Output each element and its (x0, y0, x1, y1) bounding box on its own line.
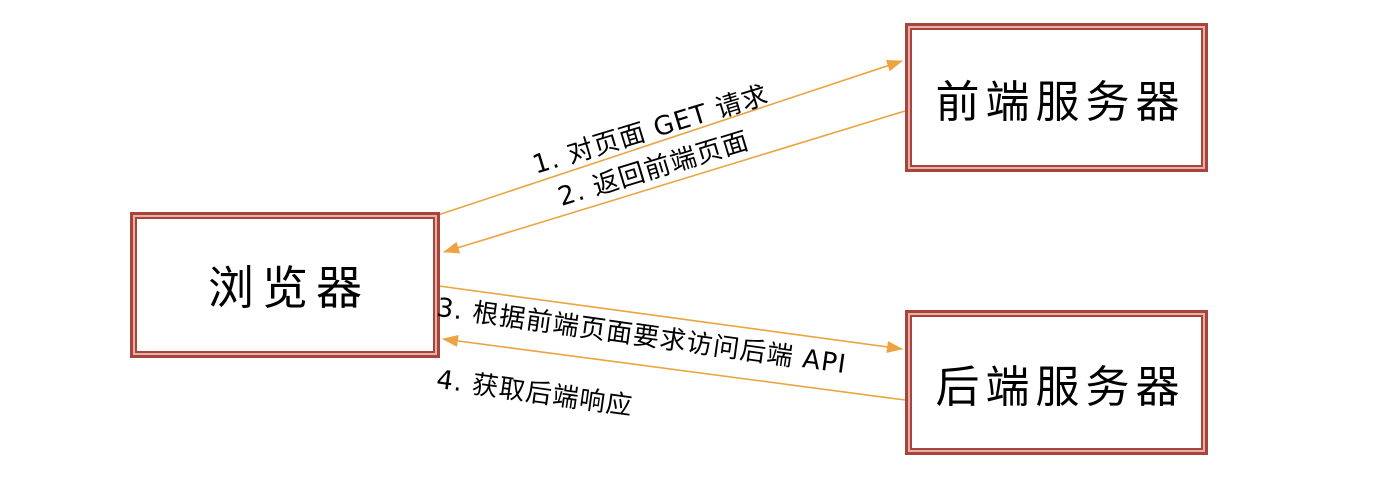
node-browser-label: 浏览器 (208, 261, 370, 315)
node-backend-server: 后端服务器 (905, 310, 1208, 455)
node-backend-server-label: 后端服务器 (935, 361, 1186, 413)
edge-call-backend-api-line (438, 285, 903, 353)
edge-get-page-request-line (437, 60, 903, 216)
node-browser: 浏览器 (130, 212, 440, 358)
node-frontend-server: 前端服务器 (905, 23, 1208, 172)
edge-return-frontend-page-line (443, 110, 906, 254)
edge-get-backend-response-line (442, 335, 906, 401)
node-frontend-server-label: 前端服务器 (935, 76, 1186, 128)
